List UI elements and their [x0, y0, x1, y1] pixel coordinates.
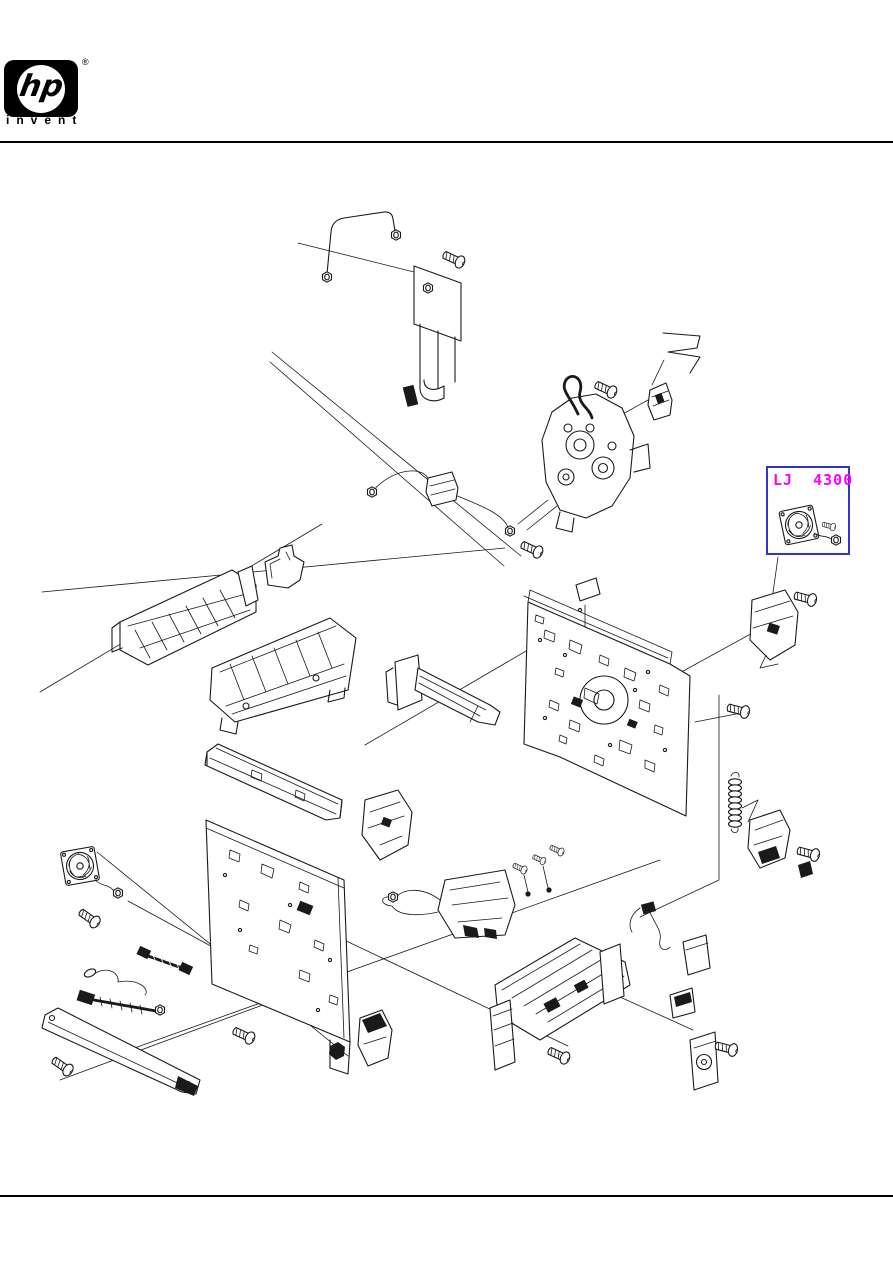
screw-plate	[230, 1023, 258, 1047]
header-rule	[0, 141, 893, 143]
toggle-switch	[647, 382, 673, 421]
sensor-cable-assembly	[366, 470, 516, 537]
cable-guide-holder	[382, 865, 552, 939]
hp-logo: hp	[4, 60, 78, 117]
screw-strip	[48, 1053, 76, 1079]
top-cable-assembly	[321, 211, 402, 283]
screw-top	[440, 247, 468, 271]
cross-member	[204, 743, 343, 821]
fuser-assembly	[209, 617, 357, 735]
screw-small-1	[511, 860, 529, 876]
flat-cable-plate	[402, 265, 462, 407]
bottom-bracket	[357, 1009, 393, 1067]
support-bracket	[361, 789, 413, 861]
screw-chassis	[725, 700, 752, 720]
screw-latch	[795, 843, 822, 863]
feed-assembly	[489, 937, 631, 1071]
hp-tagline: invent	[6, 113, 84, 127]
left-fan	[59, 845, 124, 899]
lj4300-fan	[778, 504, 842, 546]
latch-bracket	[741, 799, 813, 878]
screw-small-2	[531, 852, 548, 866]
retainer-clip	[264, 544, 305, 589]
gear-train-assembly	[541, 375, 651, 533]
screw-fan	[75, 905, 103, 931]
tension-spring	[727, 771, 743, 834]
fuser-delivery-assembly	[111, 565, 259, 666]
footer-rule	[0, 1195, 893, 1197]
screw-duct	[792, 588, 819, 608]
hp-logo-circle: hp	[17, 64, 65, 113]
screw-feed	[545, 1043, 573, 1067]
right-chassis-plate	[523, 577, 691, 817]
registered-mark: ®	[82, 57, 89, 67]
screw-bracket	[713, 1038, 740, 1058]
bolt-head	[329, 1042, 345, 1060]
screw-small-3	[548, 842, 566, 858]
guide-rod	[662, 332, 701, 374]
lj4300-callout-box: LJ 4300	[766, 466, 854, 555]
left-chassis-plate	[205, 819, 351, 1075]
lj4300-callout-label: LJ 4300	[773, 471, 854, 489]
right-cable	[629, 901, 671, 951]
screw-sensor	[518, 537, 546, 561]
cable-harness-1	[136, 945, 194, 976]
fan-duct-holder	[749, 589, 799, 669]
right-bracket-column	[669, 934, 719, 1091]
cable-harness-2	[76, 968, 166, 1016]
grounding-strip	[41, 1007, 201, 1096]
lever-arm	[385, 654, 501, 726]
